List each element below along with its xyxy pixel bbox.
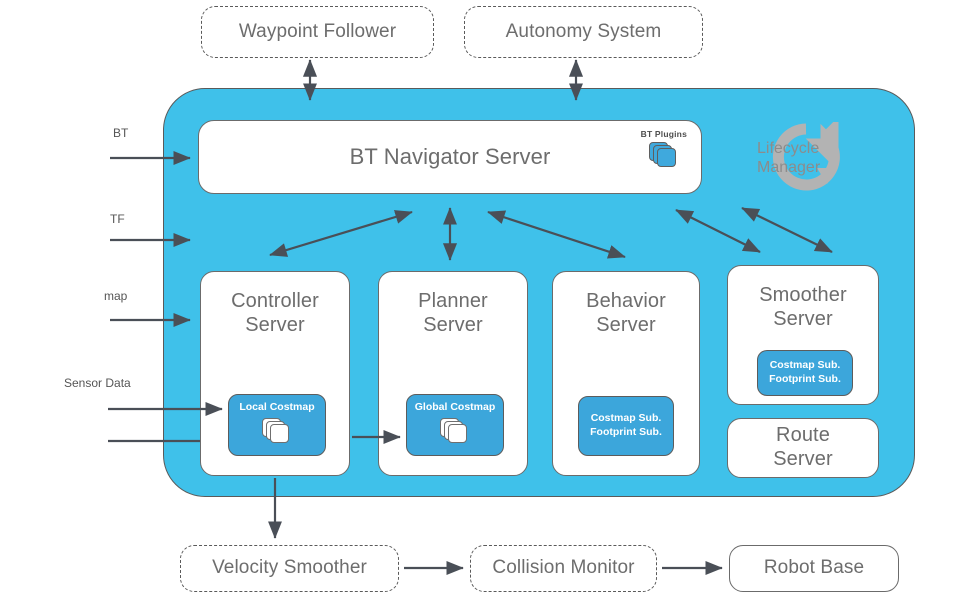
velocity-smoother-node[interactable]: Velocity Smoother (180, 545, 399, 592)
collision-monitor-label: Collision Monitor (492, 557, 635, 579)
bt-navigator-server[interactable]: BT Navigator Server BT Plugins (198, 120, 702, 194)
waypoint-follower-label: Waypoint Follower (238, 20, 397, 42)
smoother-subscriptions-badge[interactable]: Costmap Sub. Footprint Sub. (757, 350, 853, 396)
local-costmap-label: Local Costmap (239, 401, 315, 413)
input-label-bt: BT (113, 126, 129, 140)
lifecycle-loop-icon (772, 122, 840, 191)
planner-server-label: Planner Server (418, 290, 488, 336)
stacked-cards-icon (648, 142, 679, 168)
lifecycle-manager-label: Lifecycle Manager (757, 139, 821, 176)
robot-base-node[interactable]: Robot Base (729, 545, 899, 592)
input-label-map: map (104, 289, 128, 303)
stacked-cards-icon (440, 417, 470, 444)
stacked-cards-icon (262, 417, 292, 444)
behavior-subscriptions-badge[interactable]: Costmap Sub. Footprint Sub. (578, 396, 674, 456)
route-server[interactable]: Route Server (727, 418, 879, 478)
lifecycle-manager: Lifecycle Manager (757, 122, 849, 194)
input-label-tf: TF (110, 212, 125, 226)
autonomy-system-node[interactable]: Autonomy System (464, 6, 703, 58)
bt-plugins-label: BT Plugins (640, 129, 687, 139)
input-label-sensor: Sensor Data (64, 376, 131, 390)
global-costmap-badge[interactable]: Global Costmap (406, 394, 504, 456)
global-costmap-label: Global Costmap (414, 401, 496, 413)
smoother-server-label: Smoother Server (759, 284, 847, 330)
waypoint-follower-node[interactable]: Waypoint Follower (201, 6, 434, 58)
robot-base-label: Robot Base (763, 557, 865, 579)
collision-monitor-node[interactable]: Collision Monitor (470, 545, 657, 592)
route-server-label: Route Server (773, 424, 833, 470)
bt-plugins-group: BT Plugins (641, 129, 687, 168)
behavior-server-label: Behavior Server (586, 290, 666, 336)
behavior-subscriptions-label: Costmap Sub. Footprint Sub. (590, 412, 662, 438)
bt-navigator-server-label: BT Navigator Server (349, 144, 551, 170)
velocity-smoother-label: Velocity Smoother (212, 557, 367, 579)
controller-server-label: Controller Server (231, 290, 319, 336)
local-costmap-badge[interactable]: Local Costmap (228, 394, 326, 456)
smoother-subscriptions-label: Costmap Sub. Footprint Sub. (769, 359, 841, 385)
autonomy-system-label: Autonomy System (505, 20, 662, 42)
